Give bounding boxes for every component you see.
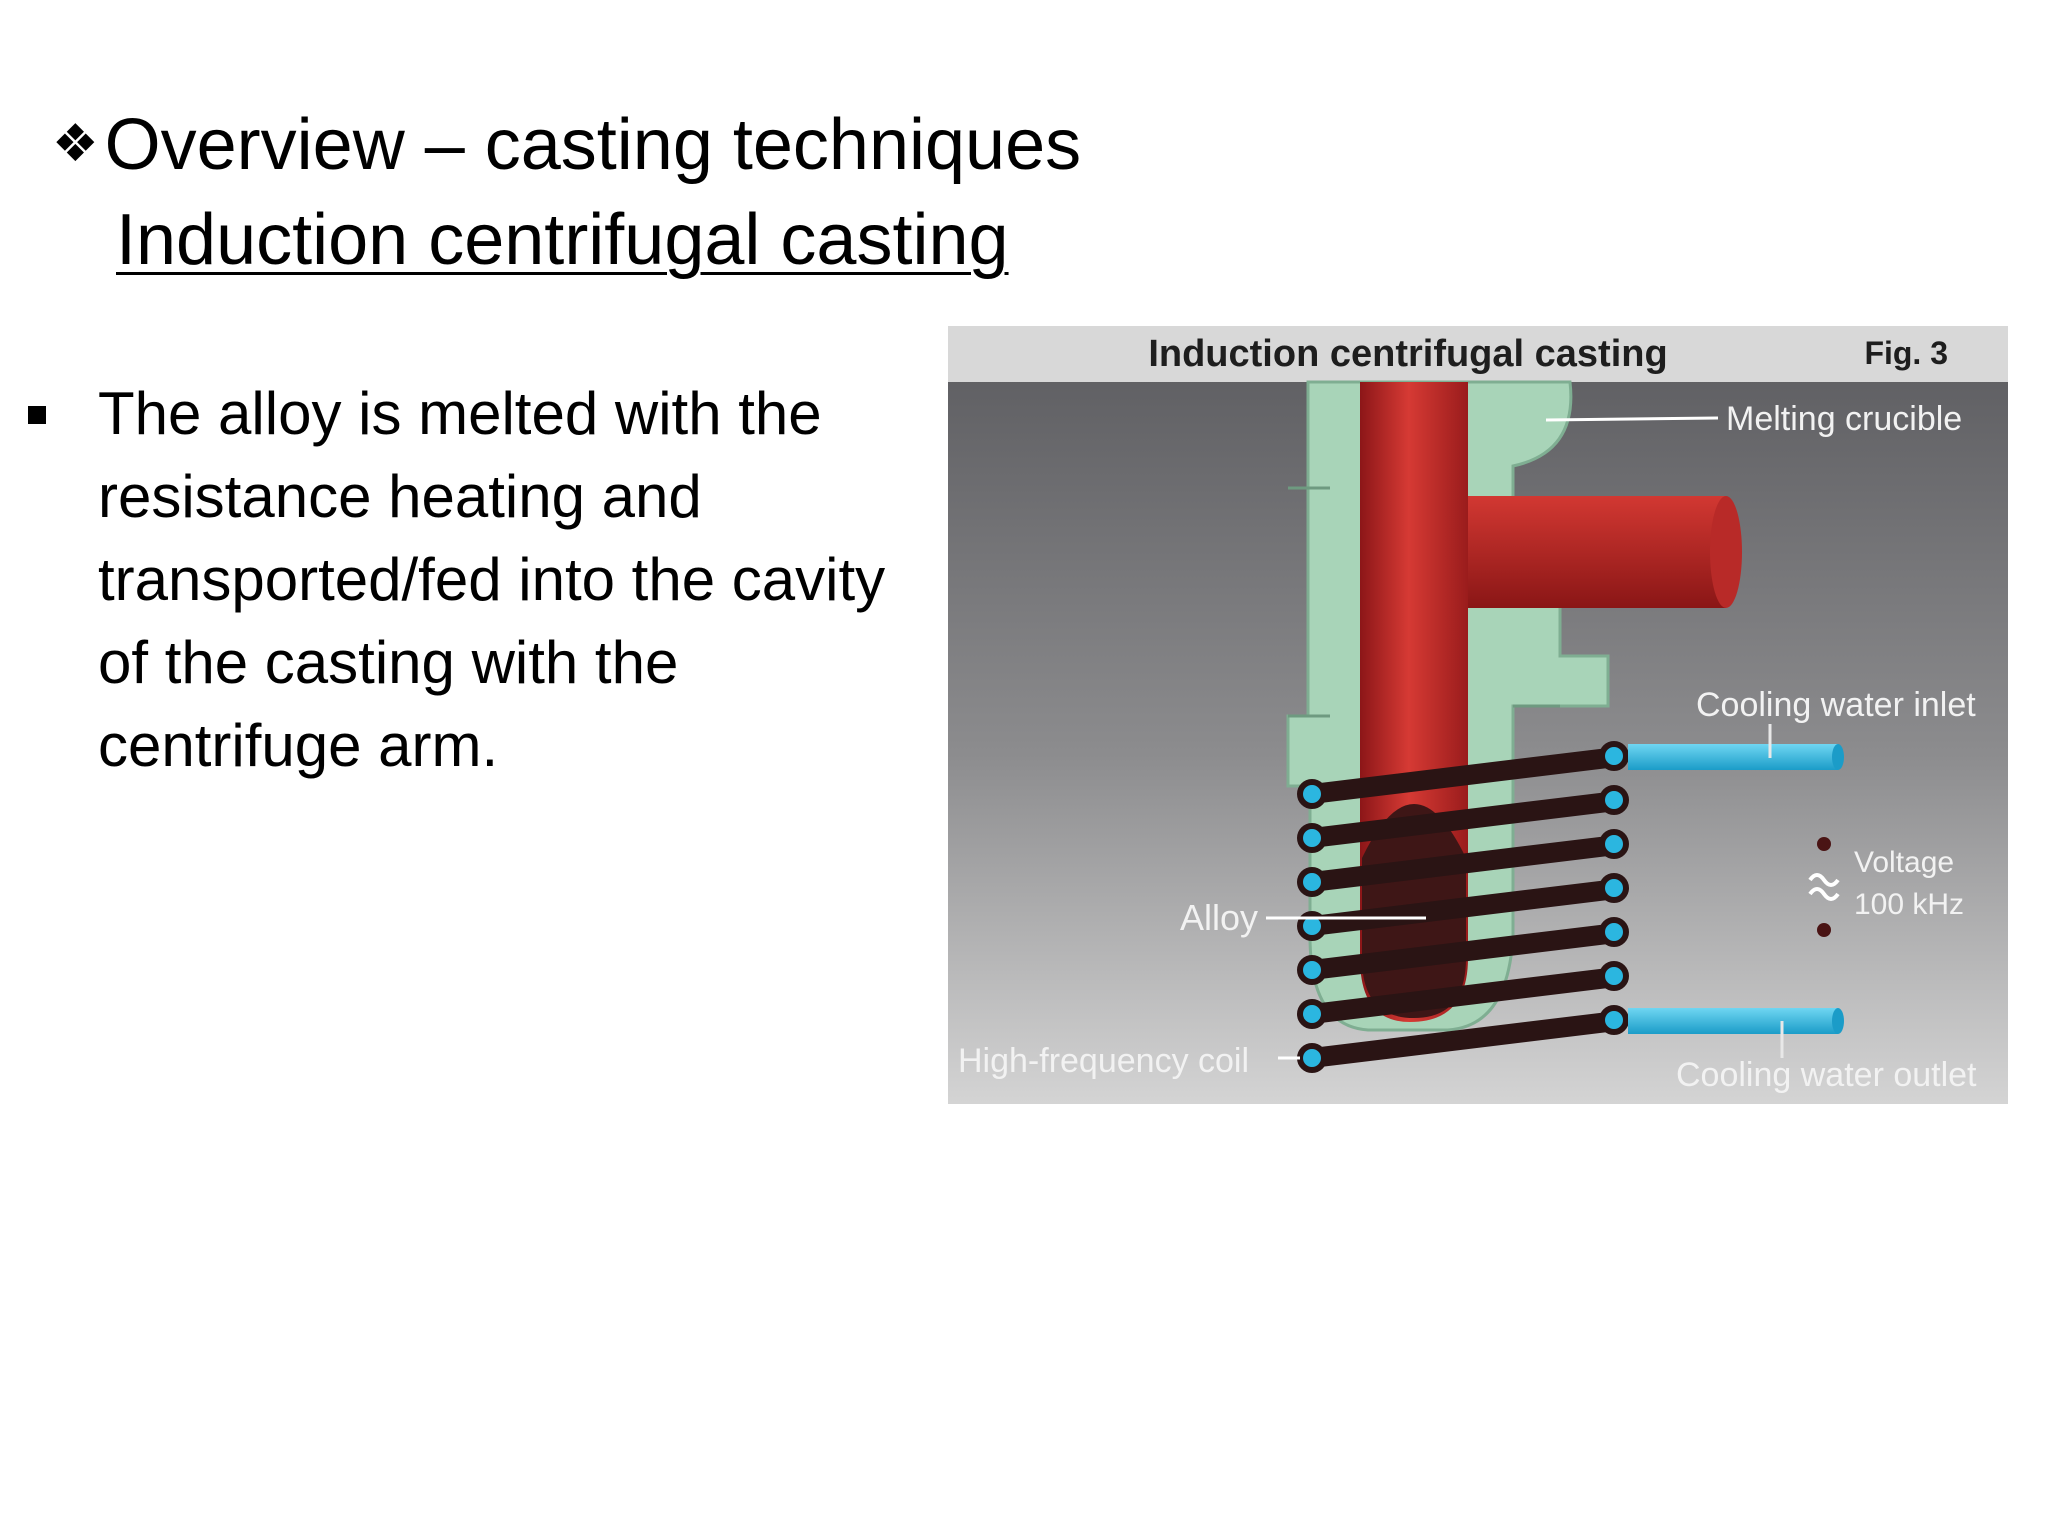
coil-ends — [1297, 741, 1629, 1073]
high-frequency-coil — [1302, 748, 1618, 1068]
label-alloy: Alloy — [1180, 897, 1258, 938]
label-voltage: Voltage — [1854, 846, 1954, 879]
square-bullet-icon — [28, 406, 46, 424]
voltage-source-icon — [1808, 837, 1840, 937]
crucible-side-port — [1468, 496, 1732, 608]
figure-label: Fig. 3 — [1864, 335, 1948, 371]
cooling-water-outlet-pipe — [1628, 1008, 1838, 1034]
cooling-water-inlet-pipe — [1628, 744, 1838, 770]
slide-subtitle: Induction centrifugal casting — [116, 200, 1009, 280]
label-cooling-water-outlet: Cooling water outlet — [1676, 1056, 1977, 1094]
induction-casting-figure: Induction centrifugal casting Fig. 3 — [948, 326, 2008, 1104]
label-melting-crucible: Melting crucible — [1726, 400, 1962, 438]
slide-title: ❖Overview – casting techniques — [52, 102, 1081, 186]
diamond-bullet-icon: ❖ — [52, 115, 99, 173]
label-cooling-water-inlet: Cooling water inlet — [1696, 686, 1976, 724]
bullet-text: The alloy is melted with the resistance … — [98, 380, 886, 779]
slide-title-text: Overview – casting techniques — [104, 105, 1082, 185]
label-high-frequency-coil: High-frequency coil — [958, 1042, 1249, 1080]
figure-header-title: Induction centrifugal casting — [1148, 333, 1667, 375]
label-frequency: 100 kHz — [1854, 888, 1964, 921]
